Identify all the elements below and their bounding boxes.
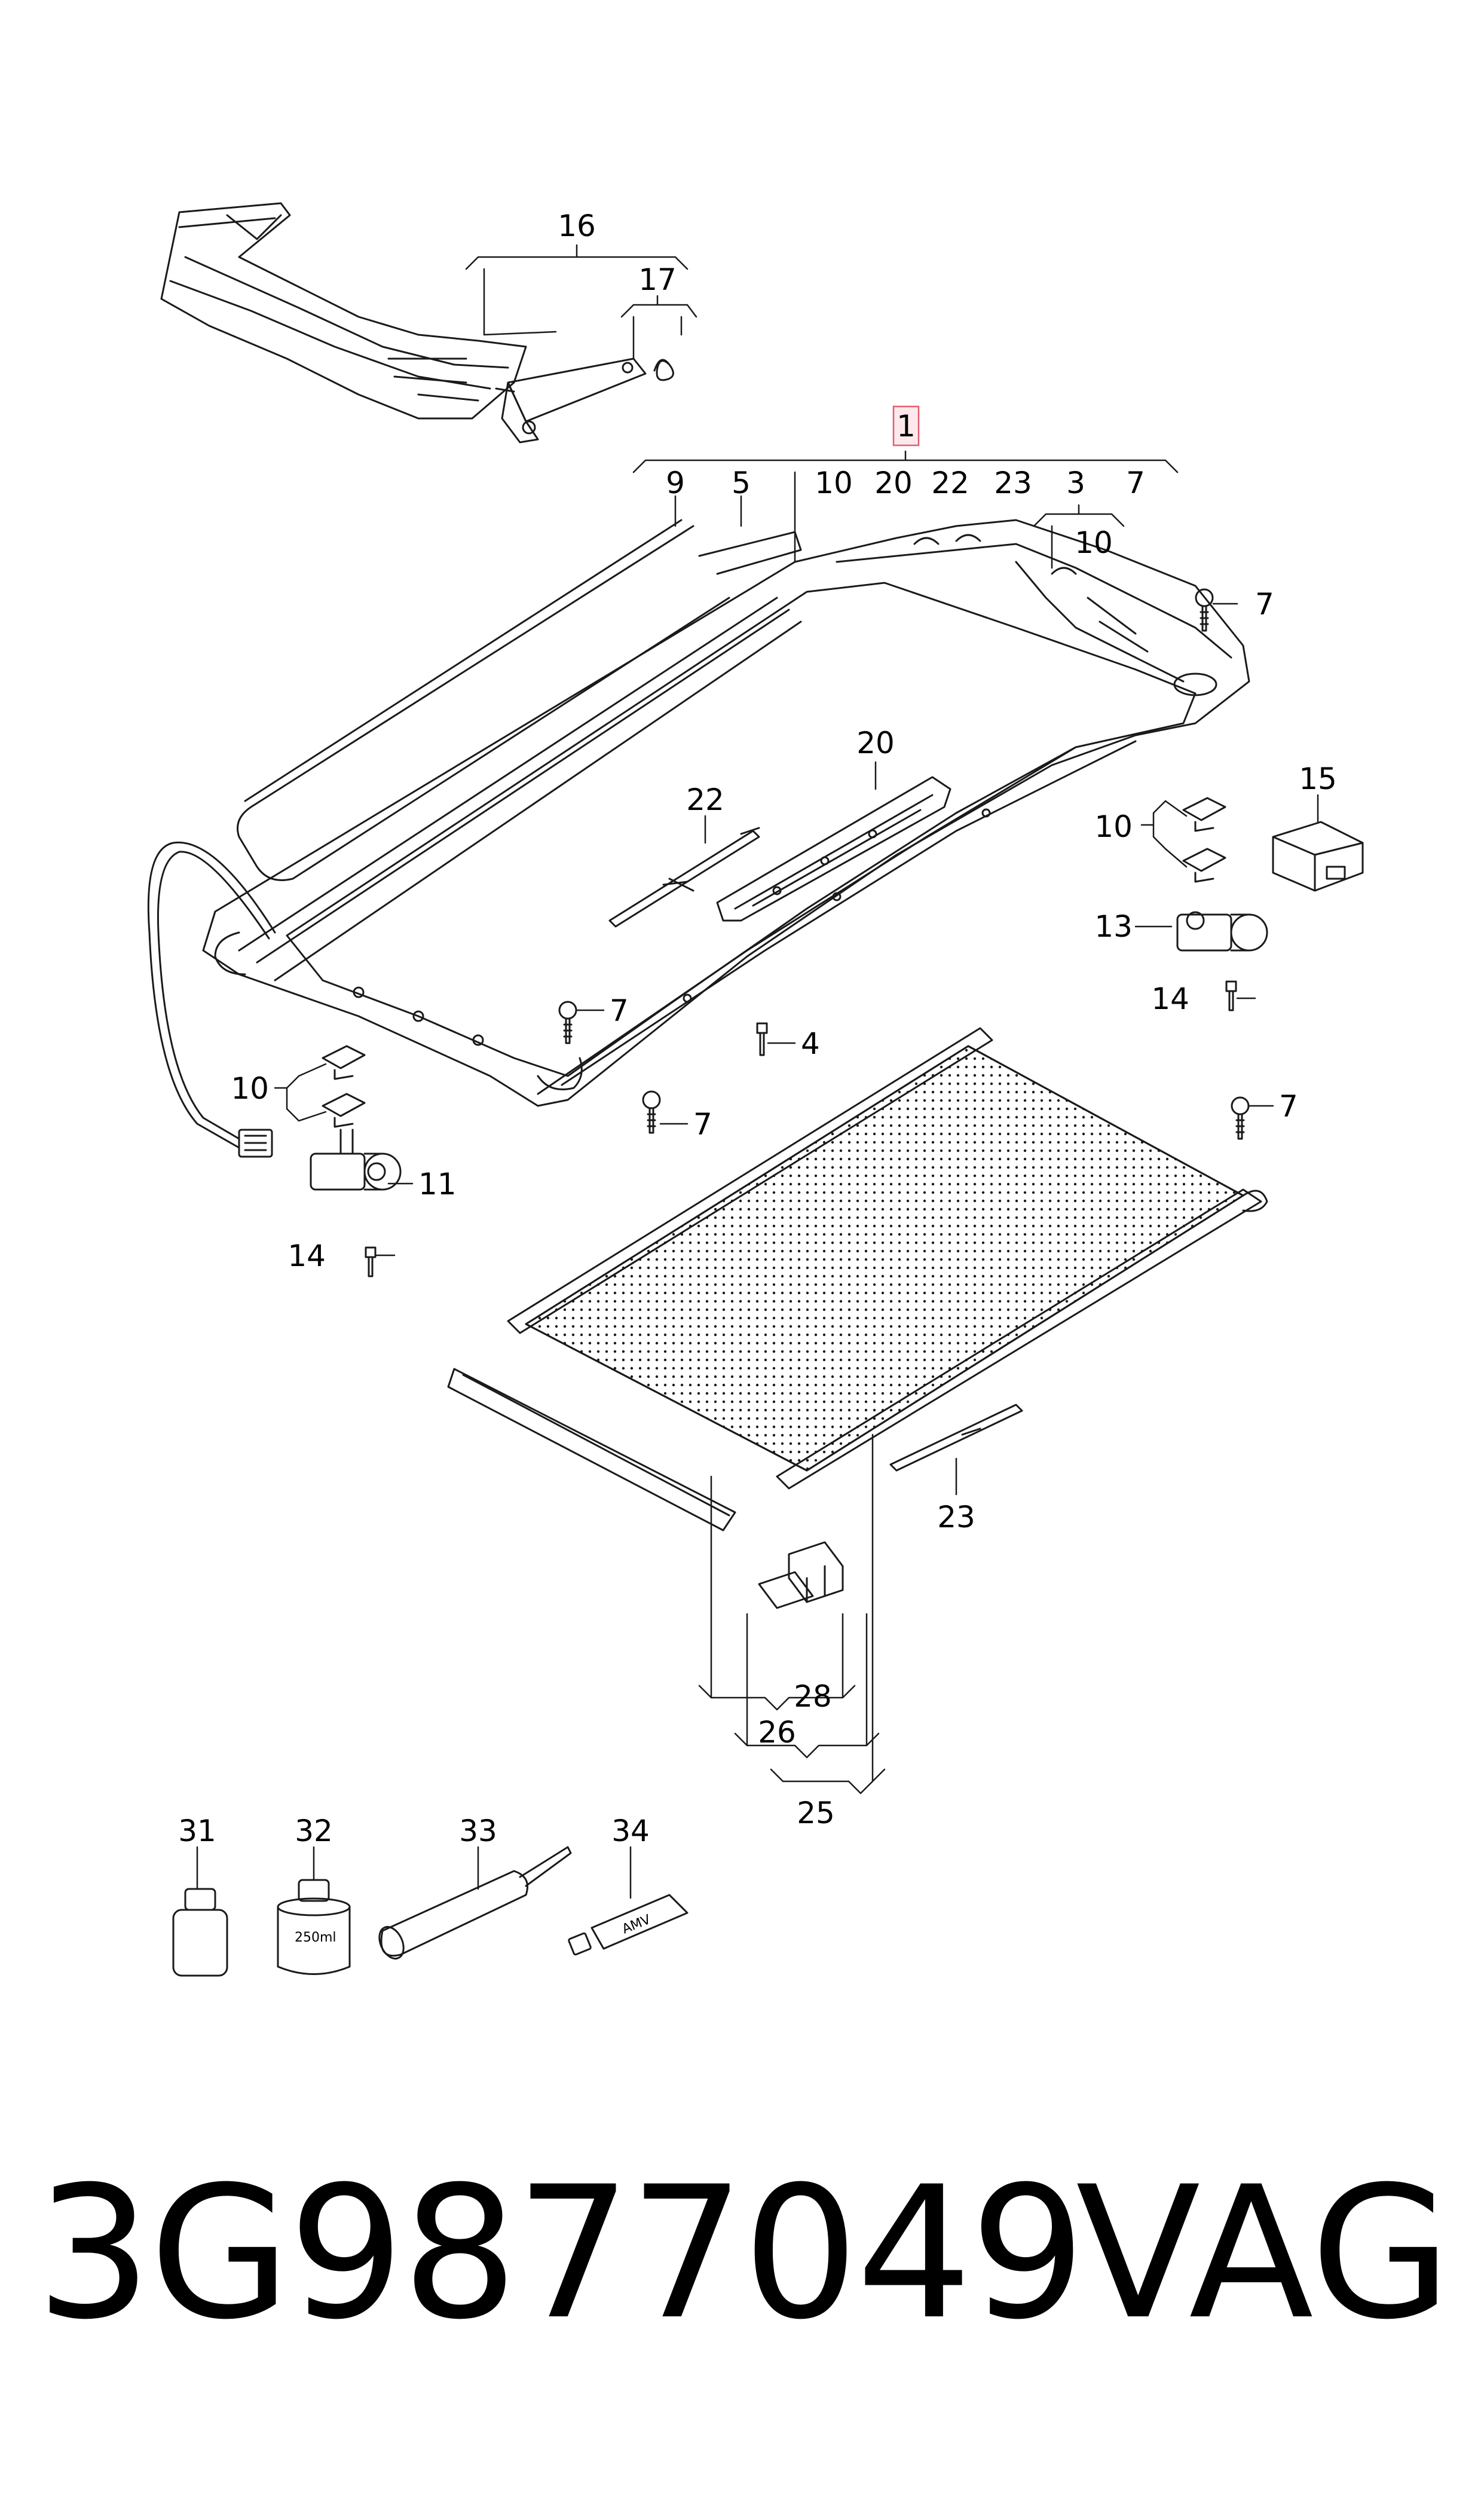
seal-strips — [237, 519, 802, 881]
pull-bar-part — [447, 1368, 736, 1531]
consumables — [172, 1846, 689, 1977]
callout-14-right: 14 — [1151, 982, 1189, 1016]
tube-icon — [568, 1894, 689, 1956]
callout-7-right: 7 — [1255, 587, 1274, 622]
callout-11: 11 — [418, 1167, 457, 1202]
screw-icons — [365, 588, 1250, 1277]
callout-23: 23 — [937, 1500, 975, 1534]
handle-part — [758, 1541, 844, 1609]
callout-1-highlight — [892, 405, 920, 447]
callout-1: 1 — [896, 409, 916, 444]
callout-25: 25 — [797, 1796, 835, 1830]
callout-23-top: 23 — [994, 466, 1032, 500]
callout-34: 34 — [611, 1814, 650, 1848]
cartridge-icon — [378, 1846, 572, 1959]
callout-7-mid: 7 — [610, 993, 629, 1028]
exploded-view-drawing: 250ml AMV 1 16 17 — [147, 202, 1364, 1977]
motor-icons — [310, 911, 1268, 1191]
callout-28: 28 — [794, 1679, 832, 1714]
callout-15: 15 — [1299, 762, 1337, 796]
callout-33: 33 — [459, 1814, 497, 1848]
callout-31: 31 — [178, 1814, 216, 1848]
part-number: 3G9877049 — [36, 2147, 1086, 2359]
callout-17: 17 — [638, 262, 677, 297]
callout-4: 4 — [801, 1026, 820, 1061]
callout-7-top: 7 — [1126, 466, 1145, 500]
callout-labels: 1 16 17 9 5 10 20 22 23 3 7 10 7 15 20 2… — [178, 209, 1337, 1848]
callout-5: 5 — [732, 466, 751, 500]
cable-harness — [147, 841, 276, 1158]
callout-13: 13 — [1094, 909, 1133, 944]
callout-20-top: 20 — [874, 466, 913, 500]
callout-22-top: 22 — [931, 466, 969, 500]
callout-9: 9 — [666, 466, 685, 500]
sunshade-part — [507, 1027, 1268, 1490]
callout-26: 26 — [758, 1715, 796, 1750]
callout-3: 3 — [1066, 466, 1085, 500]
callout-7-shade: 7 — [1279, 1089, 1298, 1124]
callout-10-right: 10 — [1094, 809, 1133, 844]
small-bottle-icon — [172, 1888, 228, 1977]
callout-14-left: 14 — [287, 1239, 326, 1273]
can-icon — [277, 1879, 351, 1975]
small-cable-part — [889, 1404, 1023, 1472]
footer: 3G9877049 VAG — [0, 2128, 1484, 2379]
callout-16: 16 — [558, 209, 596, 243]
callout-20: 20 — [856, 726, 895, 760]
linkage-part — [495, 357, 674, 444]
drive-cable-part — [608, 827, 760, 928]
callout-22: 22 — [686, 782, 724, 817]
callout-10-right-top: 10 — [1075, 525, 1113, 560]
bottle-volume-label: 250ml — [295, 1930, 336, 1945]
callout-10-top: 10 — [815, 466, 853, 500]
callout-7-low: 7 — [693, 1107, 712, 1142]
sunroof-frame — [202, 519, 1250, 1107]
guide-rail-part — [716, 776, 951, 922]
callout-10-left: 10 — [231, 1071, 269, 1106]
headliner-trim-part — [160, 202, 527, 420]
clip-icons — [322, 797, 1226, 1128]
callout-32: 32 — [295, 1814, 333, 1848]
tube-brand-label: AMV — [620, 1912, 653, 1937]
leader-lines — [196, 244, 1319, 1899]
control-module-part — [1272, 821, 1364, 892]
brand-name: VAG — [1076, 2147, 1452, 2359]
